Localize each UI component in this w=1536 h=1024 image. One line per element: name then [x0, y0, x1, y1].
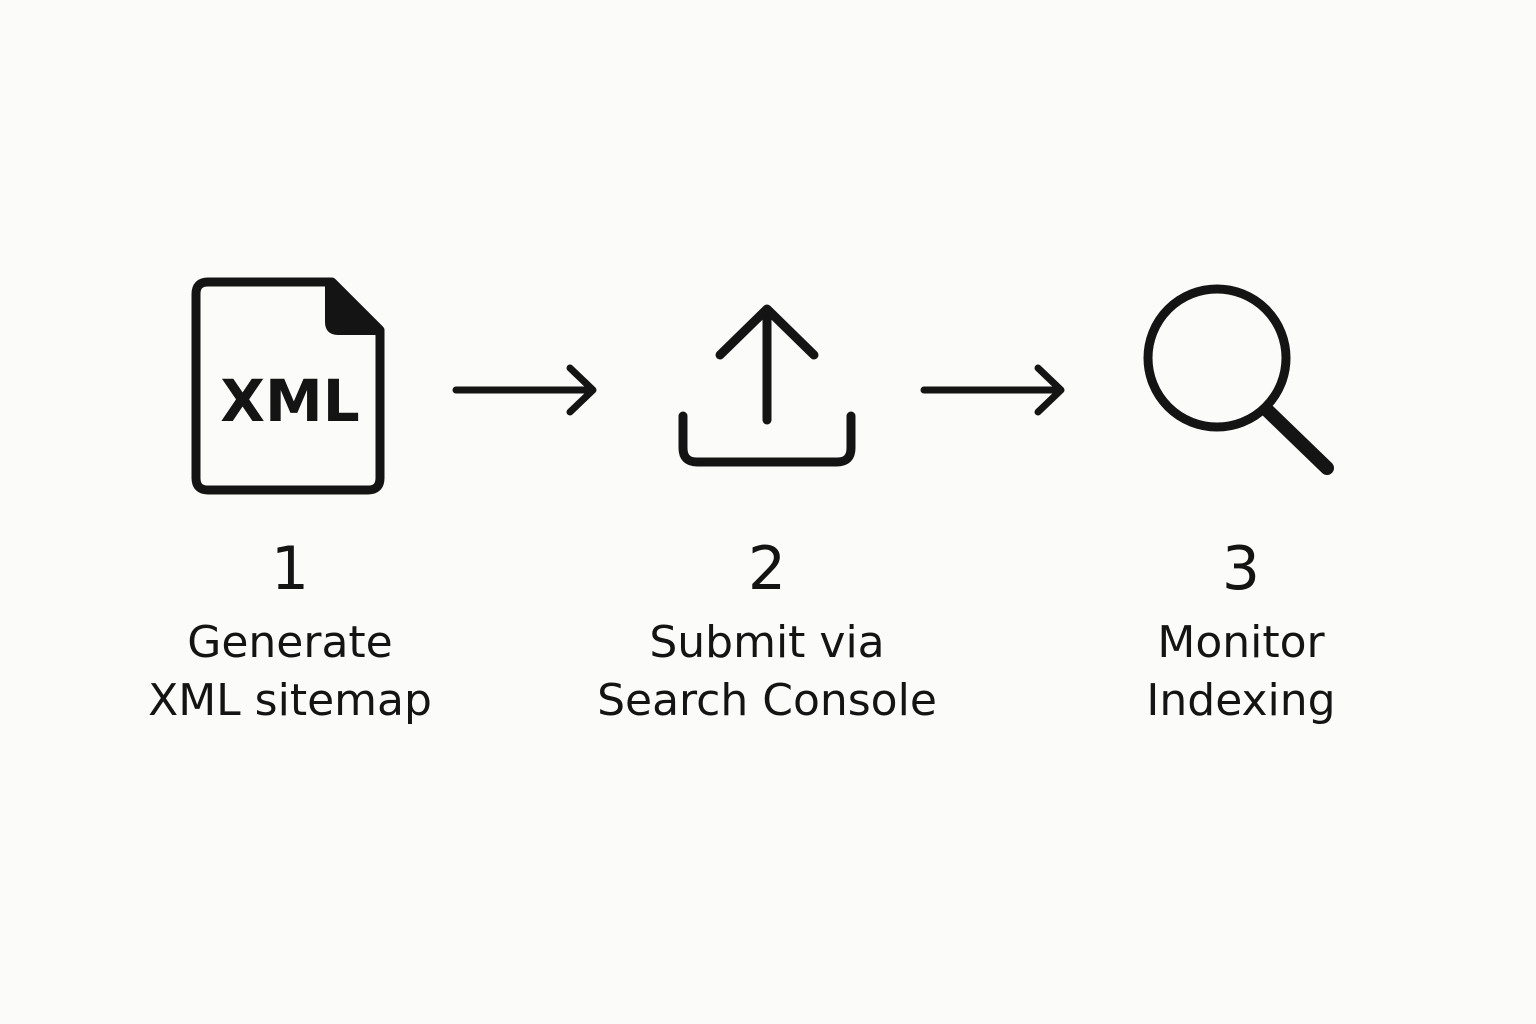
xml-file-icon: XML — [191, 277, 385, 495]
step-label-line: Generate — [187, 617, 393, 668]
step-label-line: Indexing — [1146, 675, 1336, 726]
step-label: Submit via Search Console — [537, 614, 997, 730]
step-label-line: Submit via — [649, 617, 885, 668]
step-number: 3 — [1221, 534, 1261, 604]
step-label-line: Search Console — [597, 675, 937, 726]
step-label: Monitor Indexing — [1011, 614, 1471, 730]
arrow-right-icon — [920, 364, 1065, 416]
magnifier-icon — [1143, 284, 1334, 475]
upload-icon — [678, 304, 856, 467]
step-monitor-indexing: 3 Monitor Indexing — [1011, 0, 1471, 1024]
step-label: Generate XML sitemap — [60, 614, 520, 730]
step-submit-search-console: 2 Submit via Search Console — [537, 0, 997, 1024]
step-label-line: Monitor — [1157, 617, 1325, 668]
step-label-line: XML sitemap — [148, 675, 432, 726]
step-generate-sitemap: XML 1 Generate XML sitemap — [60, 0, 520, 1024]
step-number: 2 — [747, 534, 787, 604]
xml-file-label: XML — [220, 367, 359, 435]
arrow-right-icon — [452, 364, 597, 416]
step-number: 1 — [270, 534, 310, 604]
